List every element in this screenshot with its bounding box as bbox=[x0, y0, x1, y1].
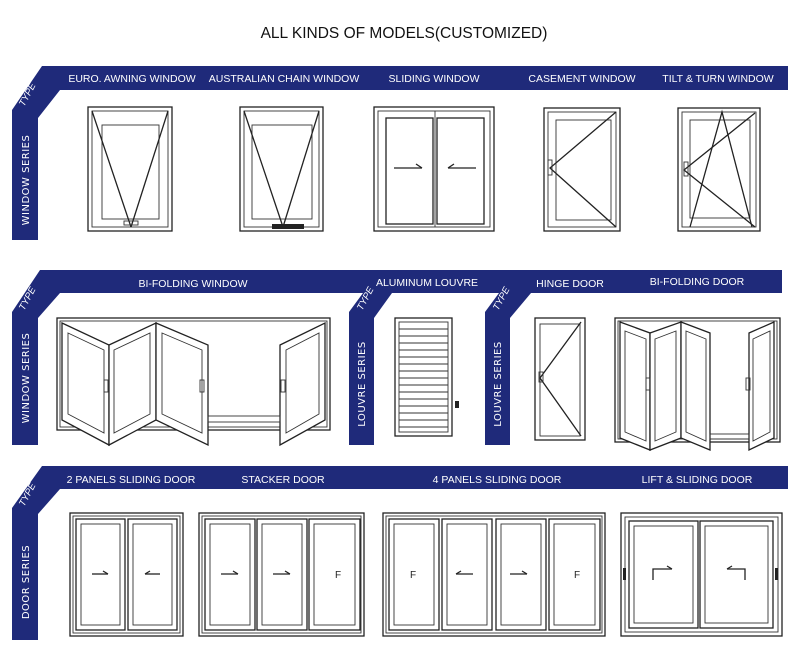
arrow-right-icon bbox=[92, 570, 109, 575]
label-sliding-window: SLIDING WINDOW bbox=[389, 73, 480, 85]
arrow-right-icon bbox=[510, 570, 528, 575]
tilt-turn-window-drawing bbox=[677, 107, 761, 232]
lift-arrow-icon bbox=[652, 565, 673, 580]
lift-sliding-door-drawing bbox=[620, 512, 783, 637]
label-stacker-door: STACKER DOOR bbox=[241, 474, 325, 486]
series-label: DOOR SERIES bbox=[21, 545, 32, 619]
louvre-series-label: LOUVRE SERIES bbox=[493, 341, 504, 426]
label-casement-window: CASEMENT WINDOW bbox=[528, 73, 635, 85]
label-euro-awning-window: EURO. AWNING WINDOW bbox=[68, 73, 195, 85]
4-panels-sliding-door-drawing: F F bbox=[382, 512, 606, 637]
label-hinge-door: HINGE DOOR bbox=[536, 278, 604, 290]
page-title: ALL KINDS OF MODELS(CUSTOMIZED) bbox=[261, 25, 548, 42]
arrow-right-icon bbox=[221, 570, 239, 575]
bi-folding-window-drawing bbox=[56, 317, 331, 447]
lift-arrow-icon bbox=[726, 565, 746, 580]
bi-folding-door-drawing bbox=[614, 317, 781, 452]
arrow-left-icon bbox=[144, 570, 160, 575]
door-series-band bbox=[12, 466, 788, 640]
louvre-series-label: LOUVRE SERIES bbox=[357, 341, 368, 426]
arrow-left-icon bbox=[447, 163, 476, 169]
arrow-right-icon bbox=[273, 570, 291, 575]
arrow-right-icon bbox=[394, 163, 423, 169]
aluminum-louvre-drawing bbox=[394, 317, 459, 437]
label-2-panels-sliding-door: 2 PANELS SLIDING DOOR bbox=[67, 474, 196, 486]
label-australian-chain-window: AUSTRALIAN CHAIN WINDOW bbox=[209, 73, 360, 85]
label-4-panels-sliding-door: 4 PANELS SLIDING DOOR bbox=[433, 474, 562, 486]
casement-window-drawing bbox=[543, 107, 621, 232]
stacker-door-drawing: F bbox=[198, 512, 365, 637]
australian-chain-window-drawing bbox=[239, 106, 324, 232]
window-series-band bbox=[12, 66, 788, 240]
fixed-panel-mark: F bbox=[574, 570, 580, 581]
label-aluminum-louvre: ALUMINUM LOUVRE bbox=[376, 277, 478, 289]
window-louvre-series-band bbox=[12, 270, 782, 445]
arrow-left-icon bbox=[455, 570, 473, 575]
series-label: WINDOW SERIES bbox=[21, 135, 32, 226]
label-tilt-turn-window: TILT & TURN WINDOW bbox=[662, 73, 774, 85]
euro-awning-window-drawing bbox=[87, 106, 173, 232]
series-label: WINDOW SERIES bbox=[21, 333, 32, 424]
label-bi-folding-door: BI-FOLDING DOOR bbox=[650, 276, 745, 288]
2-panels-sliding-door-drawing bbox=[69, 512, 184, 637]
fixed-panel-mark: F bbox=[335, 570, 341, 581]
sliding-window-drawing bbox=[373, 106, 495, 232]
hinge-door-drawing bbox=[534, 317, 586, 441]
label-bi-folding-window: BI-FOLDING WINDOW bbox=[138, 278, 247, 290]
label-lift-sliding-door: LIFT & SLIDING DOOR bbox=[642, 474, 753, 486]
fixed-panel-mark: F bbox=[410, 570, 416, 581]
